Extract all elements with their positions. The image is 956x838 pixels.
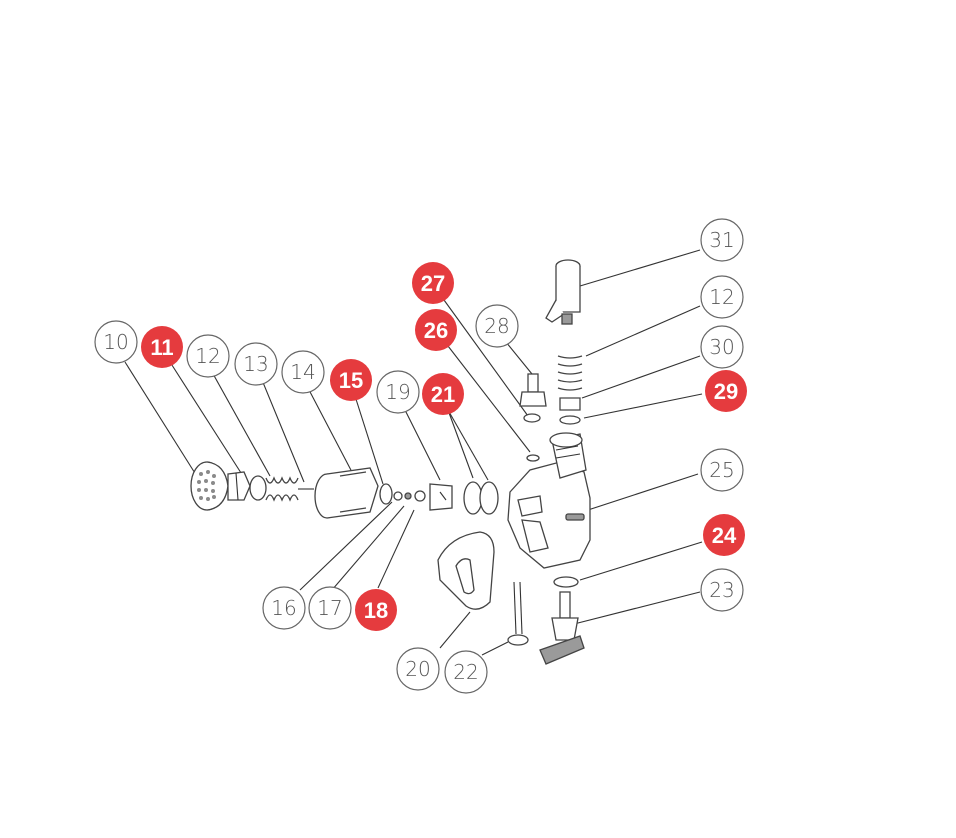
callout-26-label: 26 — [424, 318, 448, 343]
leader-13 — [261, 379, 305, 483]
leader-24 — [579, 541, 703, 581]
callout-21-label: 21 — [431, 382, 455, 407]
callout-17: 17 — [308, 586, 352, 630]
callout-12a-label: 12 — [195, 344, 220, 368]
leader-19 — [404, 409, 441, 481]
callout-15-label: 15 — [339, 368, 363, 393]
callout-31-label: 31 — [709, 228, 734, 252]
cover-part — [437, 531, 495, 610]
leader-12a — [211, 371, 271, 477]
callout-24: 24 — [703, 514, 745, 556]
leader-29 — [583, 393, 703, 419]
leader-31 — [579, 249, 701, 287]
callout-14: 14 — [281, 350, 325, 394]
nut-part — [227, 471, 251, 501]
callout-24-label: 24 — [712, 523, 737, 548]
leader-12b — [585, 305, 701, 357]
callout-21: 21 — [422, 373, 464, 415]
small-seal-part — [526, 454, 540, 462]
o-ring-part — [249, 475, 267, 501]
callout-18-label: 18 — [364, 598, 388, 623]
leader-30 — [581, 355, 701, 399]
spring-part — [265, 476, 299, 502]
ring-part — [559, 415, 581, 425]
callout-20: 20 — [396, 647, 440, 691]
callout-13: 13 — [234, 342, 278, 386]
drain-valve-part — [539, 591, 585, 665]
callout-22: 22 — [444, 650, 488, 694]
callout-13-label: 13 — [243, 352, 268, 376]
callout-19-label: 19 — [385, 380, 410, 404]
small-cap-part — [414, 490, 426, 502]
callout-15: 15 — [330, 359, 372, 401]
leader-23 — [573, 591, 701, 625]
callout-23: 23 — [700, 568, 744, 612]
callout-12a: 12 — [186, 334, 230, 378]
spring-part-b — [557, 355, 583, 391]
callout-18: 18 — [355, 589, 397, 631]
leader-17 — [331, 505, 405, 591]
callout-19: 19 — [376, 370, 420, 414]
callout-25: 25 — [700, 448, 744, 492]
stem-part — [507, 581, 529, 646]
callout-30-label: 30 — [709, 335, 734, 359]
small-washer-part — [393, 491, 403, 501]
callout-16: 16 — [262, 586, 306, 630]
washer-part — [553, 576, 579, 588]
callout-10-label: 10 — [103, 330, 128, 354]
leader-25 — [587, 473, 699, 511]
leader-14 — [307, 387, 354, 475]
main-body-part — [507, 432, 591, 569]
callout-26: 26 — [415, 309, 457, 351]
valve-seat-part — [429, 483, 453, 511]
callout-17-label: 17 — [317, 596, 342, 620]
callout-22-label: 22 — [453, 660, 478, 684]
callout-12b-label: 12 — [709, 285, 734, 309]
cylinder-part — [545, 259, 581, 325]
callout-31: 31 — [700, 218, 744, 262]
leader-21a — [447, 409, 474, 479]
leader-11 — [169, 361, 244, 477]
callout-23-label: 23 — [709, 578, 734, 602]
callout-25-label: 25 — [709, 458, 734, 482]
callout-29-label: 29 — [714, 379, 738, 404]
small-ring-part — [523, 413, 541, 423]
leader-21b — [447, 409, 489, 481]
callout-11-label: 11 — [150, 335, 173, 360]
leader-18 — [377, 509, 415, 589]
callout-29: 29 — [705, 370, 747, 412]
callout-14-label: 14 — [290, 360, 315, 384]
o-ring-pair-a — [463, 481, 483, 515]
callout-badges: 10 11 12 13 14 15 19 21 27 26 28 31 12 3… — [94, 218, 747, 694]
callout-27: 27 — [412, 262, 454, 304]
callout-20-label: 20 — [405, 657, 430, 681]
fitting-part — [519, 373, 547, 407]
callout-11: 11 — [141, 326, 183, 368]
leader-lines — [124, 249, 703, 656]
leader-10 — [124, 361, 199, 479]
housing-part — [314, 467, 393, 519]
strainer-disc-part — [190, 461, 229, 511]
leader-22 — [481, 641, 509, 656]
cap-part — [559, 397, 581, 411]
leader-15 — [354, 395, 384, 485]
callout-30: 30 — [700, 325, 744, 369]
callout-10: 10 — [94, 320, 138, 364]
callout-28-label: 28 — [484, 314, 509, 338]
parts — [190, 259, 591, 665]
leader-28 — [505, 341, 533, 375]
leader-26 — [447, 345, 531, 453]
leader-27 — [443, 299, 529, 417]
callout-27-label: 27 — [421, 271, 445, 296]
o-ring-pair-b — [479, 481, 499, 515]
small-pin-part — [404, 492, 412, 500]
callout-12b: 12 — [700, 275, 744, 319]
leader-16 — [299, 501, 393, 591]
leader-20 — [439, 611, 471, 649]
callout-28: 28 — [475, 304, 519, 348]
callout-16-label: 16 — [271, 596, 296, 620]
